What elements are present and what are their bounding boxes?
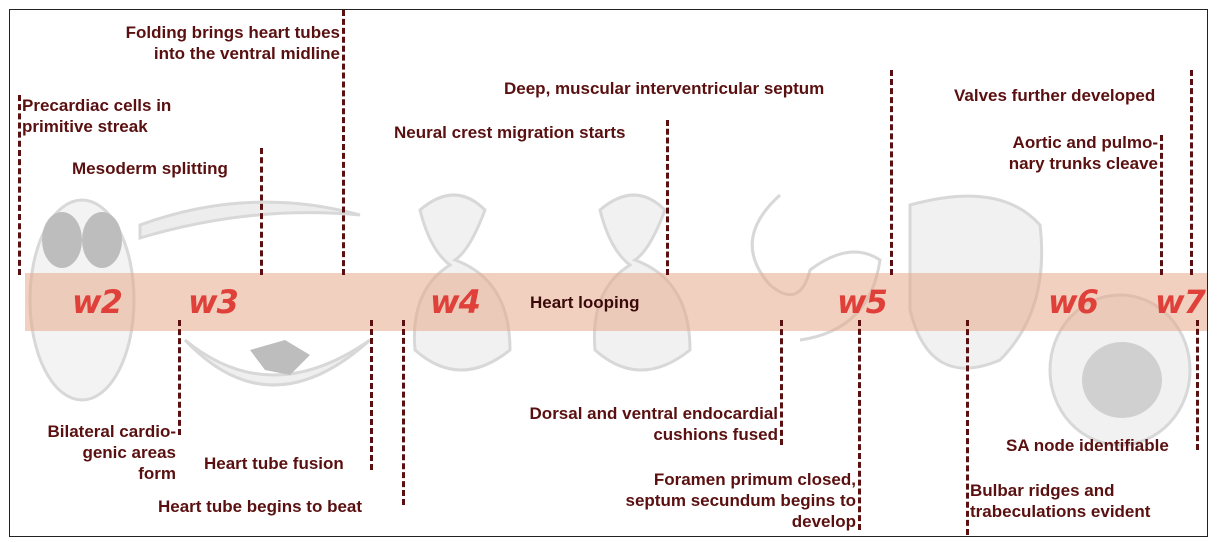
dash-foramen — [858, 320, 861, 530]
week-label-w5: w5 — [837, 283, 887, 321]
dash-mesoderm — [260, 148, 263, 275]
event-beat: Heart tube begins to beat — [158, 496, 362, 517]
event-mesoderm: Mesoderm splitting — [72, 158, 228, 179]
w2-right-area — [82, 212, 122, 268]
event-neural: Neural crest migration starts — [394, 122, 625, 143]
event-ivs: Deep, muscular interventricular septum — [504, 78, 824, 99]
dash-bulbar — [966, 320, 969, 535]
dash-valves — [1190, 70, 1193, 275]
dash-sanode — [1196, 320, 1199, 450]
event-valves: Valves further developed — [954, 85, 1155, 106]
dash-fusion — [370, 320, 373, 470]
dash-folding — [342, 10, 345, 275]
week-label-w6: w6 — [1048, 283, 1098, 321]
w3-tube-shape — [250, 340, 310, 375]
dash-trunks — [1160, 135, 1163, 275]
dash-beat — [402, 320, 405, 505]
event-foramen: Foramen primum closed,septum secundum be… — [580, 469, 856, 532]
week-label-w4: w4 — [430, 283, 480, 321]
dash-neural — [666, 120, 669, 275]
w2-left-area — [42, 212, 82, 268]
heart-looping-label: Heart looping — [530, 292, 640, 313]
diagram-frame: w2 w3 w4 w5 w6 w7 Heart looping Precardi… — [9, 9, 1208, 537]
dash-bilateral — [178, 320, 181, 435]
week-label-w3: w3 — [188, 283, 238, 321]
event-fusion: Heart tube fusion — [204, 453, 344, 474]
event-sanode: SA node identifiable — [1006, 435, 1169, 456]
w3-crescent-sketch — [140, 202, 360, 238]
week-label-w7: w7 — [1155, 283, 1205, 321]
dash-cushions — [780, 320, 783, 445]
week-label-w2: w2 — [72, 283, 122, 321]
dash-precardiac — [18, 95, 21, 275]
w7-inner — [1082, 342, 1162, 418]
event-trunks: Aortic and pulmo-nary trunks cleave — [958, 132, 1158, 174]
dash-ivs — [890, 70, 893, 275]
